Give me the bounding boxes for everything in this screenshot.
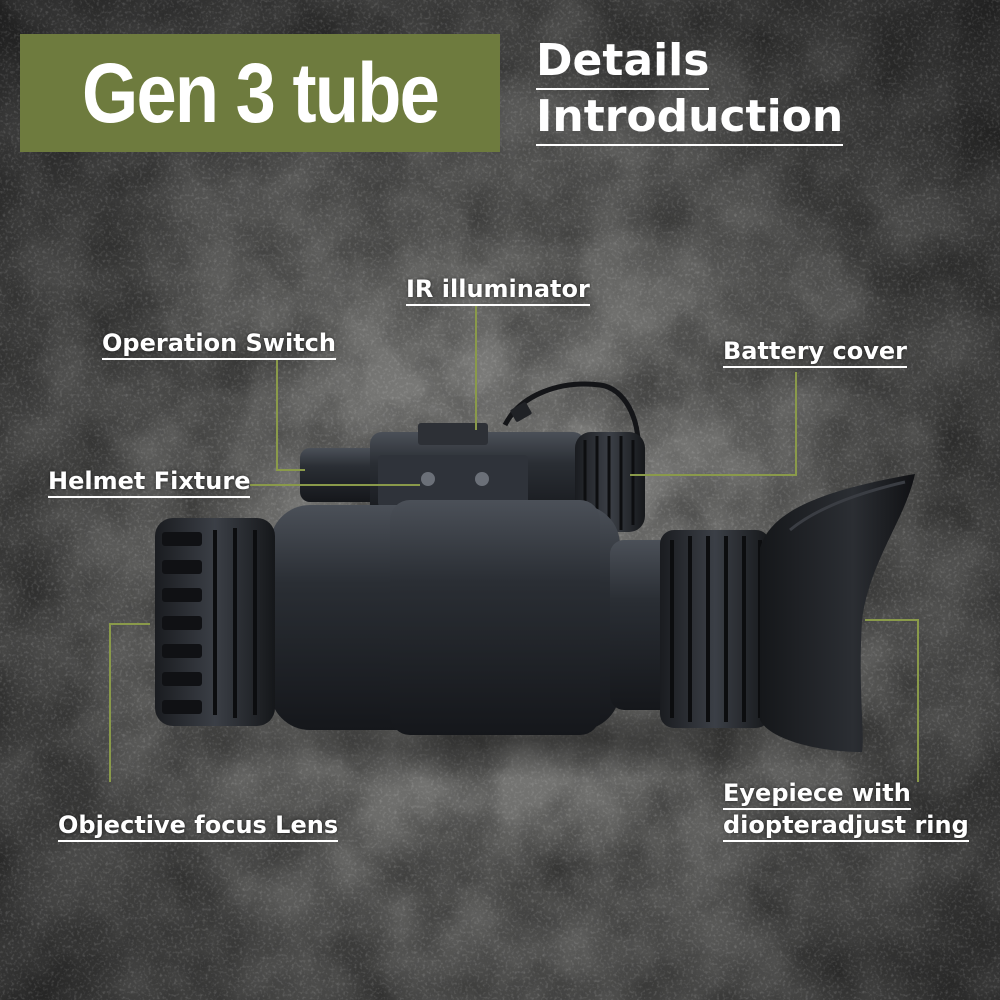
badge-title: Gen 3 tube xyxy=(81,45,440,140)
gen3-badge: Gen 3 tube xyxy=(20,34,500,152)
heading-details: Details xyxy=(536,36,710,90)
label-eyepiece-line1: Eyepiece with xyxy=(723,778,911,810)
label-ir-illuminator: IR illuminator xyxy=(406,274,590,306)
label-operation-switch: Operation Switch xyxy=(102,328,336,360)
label-objective-focus-lens: Objective focus Lens xyxy=(58,810,339,842)
heading-introduction: Introduction xyxy=(536,92,844,146)
label-helmet-fixture: Helmet Fixture xyxy=(48,466,251,498)
label-eyepiece-line2: diopteradjust ring xyxy=(723,810,969,842)
label-eyepiece: Eyepiece with diopteradjust ring xyxy=(723,778,969,842)
label-battery-cover: Battery cover xyxy=(723,336,908,368)
